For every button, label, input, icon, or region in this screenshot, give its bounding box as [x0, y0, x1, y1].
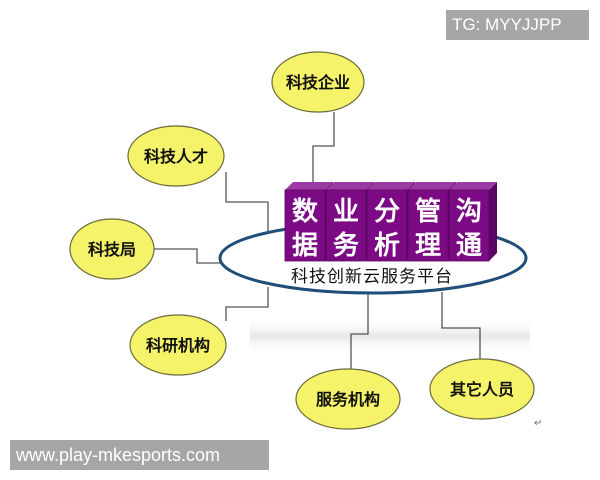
connector-tech-bureau [154, 248, 224, 264]
watermark-top-right: TG: MYYJJPP [446, 10, 589, 40]
node-other-personnel: 其它人员 [429, 358, 535, 420]
platform-shadow [250, 318, 530, 354]
watermark-bottom-left: www.play-mkesports.com [10, 440, 269, 470]
connector-research-institute [225, 287, 269, 321]
node-service-institution-label: 服务机构 [316, 390, 380, 409]
block-communication-bottom-char: 通 [456, 231, 482, 261]
connector-service-institution [350, 293, 369, 370]
node-tech-enterprise: 科技企业 [271, 51, 365, 113]
paragraph-mark: ↵ [534, 418, 543, 429]
node-tech-talent-label: 科技人才 [144, 147, 208, 166]
node-tech-bureau-label: 科技局 [88, 240, 136, 259]
connectors [154, 112, 481, 370]
node-research-institute: 科研机构 [129, 314, 227, 376]
block-management-top-char: 管 [415, 197, 441, 227]
block-business-bottom-char: 务 [333, 231, 359, 261]
connector-tech-talent [225, 172, 269, 232]
block-management-bottom-char: 理 [415, 231, 441, 261]
function-blocks: 数 据 业 务 分 析 管 理 [284, 182, 497, 262]
block-data-top-char: 数 [292, 197, 319, 227]
block-communication-top-char: 沟 [456, 197, 482, 227]
node-tech-enterprise-label: 科技企业 [286, 73, 350, 92]
block-communication: 沟 通 [448, 182, 497, 262]
block-business-top-char: 业 [333, 197, 359, 227]
node-tech-talent: 科技人才 [127, 125, 225, 187]
connector-other-personnel [441, 292, 481, 360]
connector-tech-enterprise [312, 112, 335, 183]
block-analysis-top-char: 分 [374, 197, 400, 227]
block-data-bottom-char: 据 [292, 231, 318, 261]
node-research-institute-label: 科研机构 [146, 336, 210, 355]
node-other-personnel-label: 其它人员 [450, 380, 514, 399]
block-analysis-bottom-char: 析 [374, 231, 400, 261]
platform-label: 科技创新云服务平台 [291, 267, 453, 287]
node-service-institution: 服务机构 [295, 368, 401, 430]
node-tech-bureau: 科技局 [69, 218, 155, 280]
